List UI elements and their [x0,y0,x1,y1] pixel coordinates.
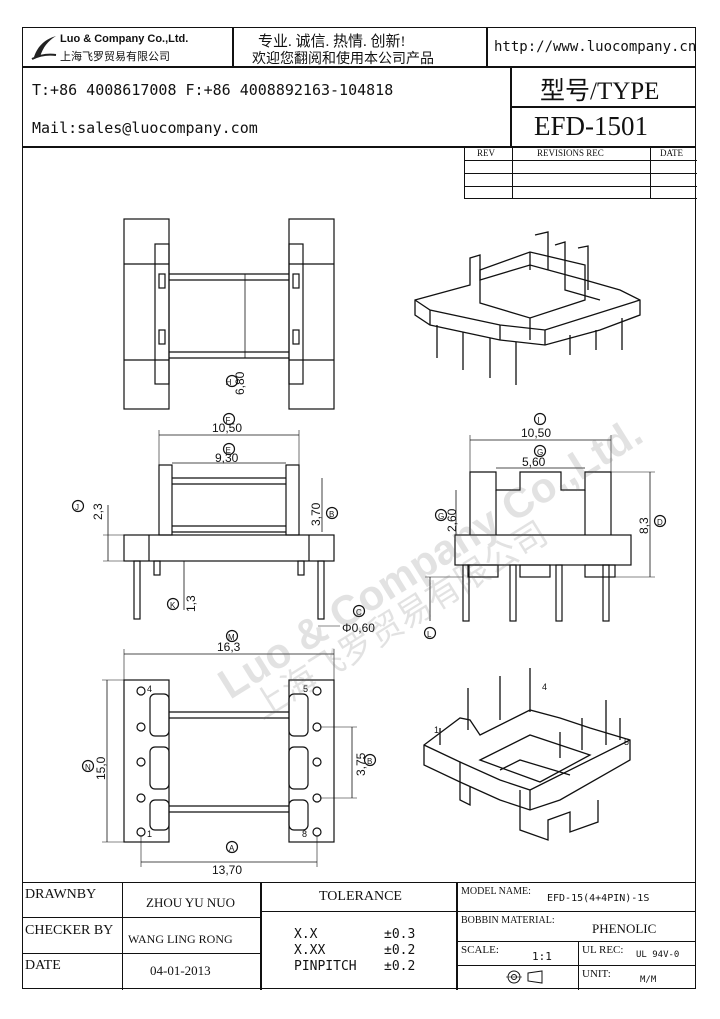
dim-a-marker: A [229,844,235,853]
checker-label: CHECKER BY [25,923,114,938]
dim-m-marker: M [228,633,235,642]
dim-f-value: 10,50 [212,421,242,435]
unit-label: UNIT: [582,968,611,980]
model-number: EFD-1501 [534,111,648,141]
date-label: DATE [25,958,61,973]
dim-b2-value: 3,75 [354,752,368,776]
ul-value: UL 94V-0 [636,950,680,960]
pin-1-label: 1 [147,829,152,839]
slogan-line1: 专业. 诚信. 热情. 创新! [258,34,406,50]
type-label: 型号/TYPE [540,78,660,105]
divider-h3 [22,146,696,148]
dim-a-value: 13,70 [212,863,242,877]
divider-v1 [232,27,234,66]
isometric-view-bottom [423,668,631,841]
divider-h2 [510,106,696,108]
dim-k-value: 1,3 [184,595,198,612]
scale-label: SCALE: [461,944,499,956]
dim-k-marker: K [170,601,176,610]
bobbin-value: PHENOLIC [592,921,657,936]
side-view [71,412,366,627]
rev-rec-header: REVISIONS REC [537,148,604,158]
dim-c-marker: C [356,608,362,617]
watermark: Luo & Company Co.,Ltd. 上海飞罗贸易有限公司 [210,408,650,727]
date-value: 04-01-2013 [150,963,211,978]
dim-d-marker: D [657,518,663,527]
dim-e-value: 9,30 [215,451,239,465]
dim-b2-marker: B [367,757,372,766]
dim-n-marker: N [85,763,91,772]
title-block: DRAWNBY ZHOU YU NUO CHECKER BY WANG LING… [22,882,696,990]
ul-label: UL REC: [582,944,624,956]
dim-i-value: 10,50 [521,426,551,440]
dim-f-marker: F [226,416,231,425]
checker-value: WANG LING RONG [128,932,233,946]
watermark-text-en: Luo & Company Co.,Ltd. [210,408,650,707]
pin-8-label: 8 [302,829,307,839]
header-area: Luo & Company Co.,Ltd. 上海飞罗贸易有限公司 专业. 诚信… [22,27,697,148]
phone-fax: T:+86 4008617008 F:+86 4008892163-104818 [32,81,394,99]
dim-j-marker: J [75,503,79,512]
dim-e-marker: E [226,446,231,455]
dim-h-value: 6,80 [233,371,247,395]
dim-m-value: 16,3 [217,640,241,654]
drawing-frame [22,27,696,989]
scale-value: 1:1 [532,950,552,963]
iso-pin-5-label: 5 [624,737,629,747]
drawnby-value: ZHOU YU NUO [146,895,236,910]
tolerance-label: TOLERANCE [319,889,402,904]
dim-g-value: 5,60 [522,455,546,469]
unit-value: M/M [640,975,657,985]
dim-g2-value: 2,60 [445,508,459,532]
slogan-line2: 欢迎您翻阅和使用本公司产品 [252,52,434,67]
dim-h-marker: H [226,378,232,387]
dim-b-value: 3,70 [309,502,323,526]
website-link[interactable]: http://www.luocompany.cn [494,39,697,55]
dim-g-marker: G [537,448,543,457]
isometric-view-top [414,231,641,385]
iso-pin-4-label: 4 [542,682,547,692]
tol-key-1: X.X [294,927,318,942]
company-logo-icon [31,36,57,60]
pin-4-label: 4 [147,684,152,694]
company-name-cn: 上海飞罗贸易有限公司 [60,51,170,63]
tol-val-1: ±0.3 [384,927,416,942]
model-name-label: MODEL NAME: [461,886,531,897]
pin-5-label: 5 [303,684,308,694]
revisions-table: REV REVISIONS REC DATE [464,147,697,199]
drawnby-label: DRAWNBY [25,887,97,902]
rev-date-header: DATE [660,148,683,158]
projection-symbol-icon [506,970,543,984]
model-name-value: EFD-15(4+4PIN)-1S [547,893,650,904]
dim-n-value: 15,0 [94,756,108,780]
tol-val-2: ±0.2 [384,943,416,958]
company-name-en: Luo & Company Co.,Ltd. [60,33,189,45]
front-view [423,412,667,640]
dim-d-value: 8,3 [637,517,651,534]
dim-i-marker: I [538,416,540,425]
tol-key-2: X.XX [294,943,326,958]
tol-key-3: PINPITCH [294,959,357,974]
bobbin-label: BOBBIN MATERIAL: [461,915,555,926]
dim-c-value: Φ0,60 [342,621,375,635]
rev-header: REV [477,148,495,158]
mail: Mail:sales@luocompany.com [32,119,258,137]
dim-l-marker: L [427,630,432,639]
divider-h1 [22,66,696,68]
iso-pin-1-label: 1 [434,725,439,735]
dim-g2-marker: G [438,512,444,521]
top-view [123,218,335,410]
tol-val-3: ±0.2 [384,959,416,974]
bottom-view [81,629,377,867]
dim-j-value: 2,3 [91,503,105,520]
divider-v2 [486,27,488,66]
dim-b-marker: B [329,510,334,519]
